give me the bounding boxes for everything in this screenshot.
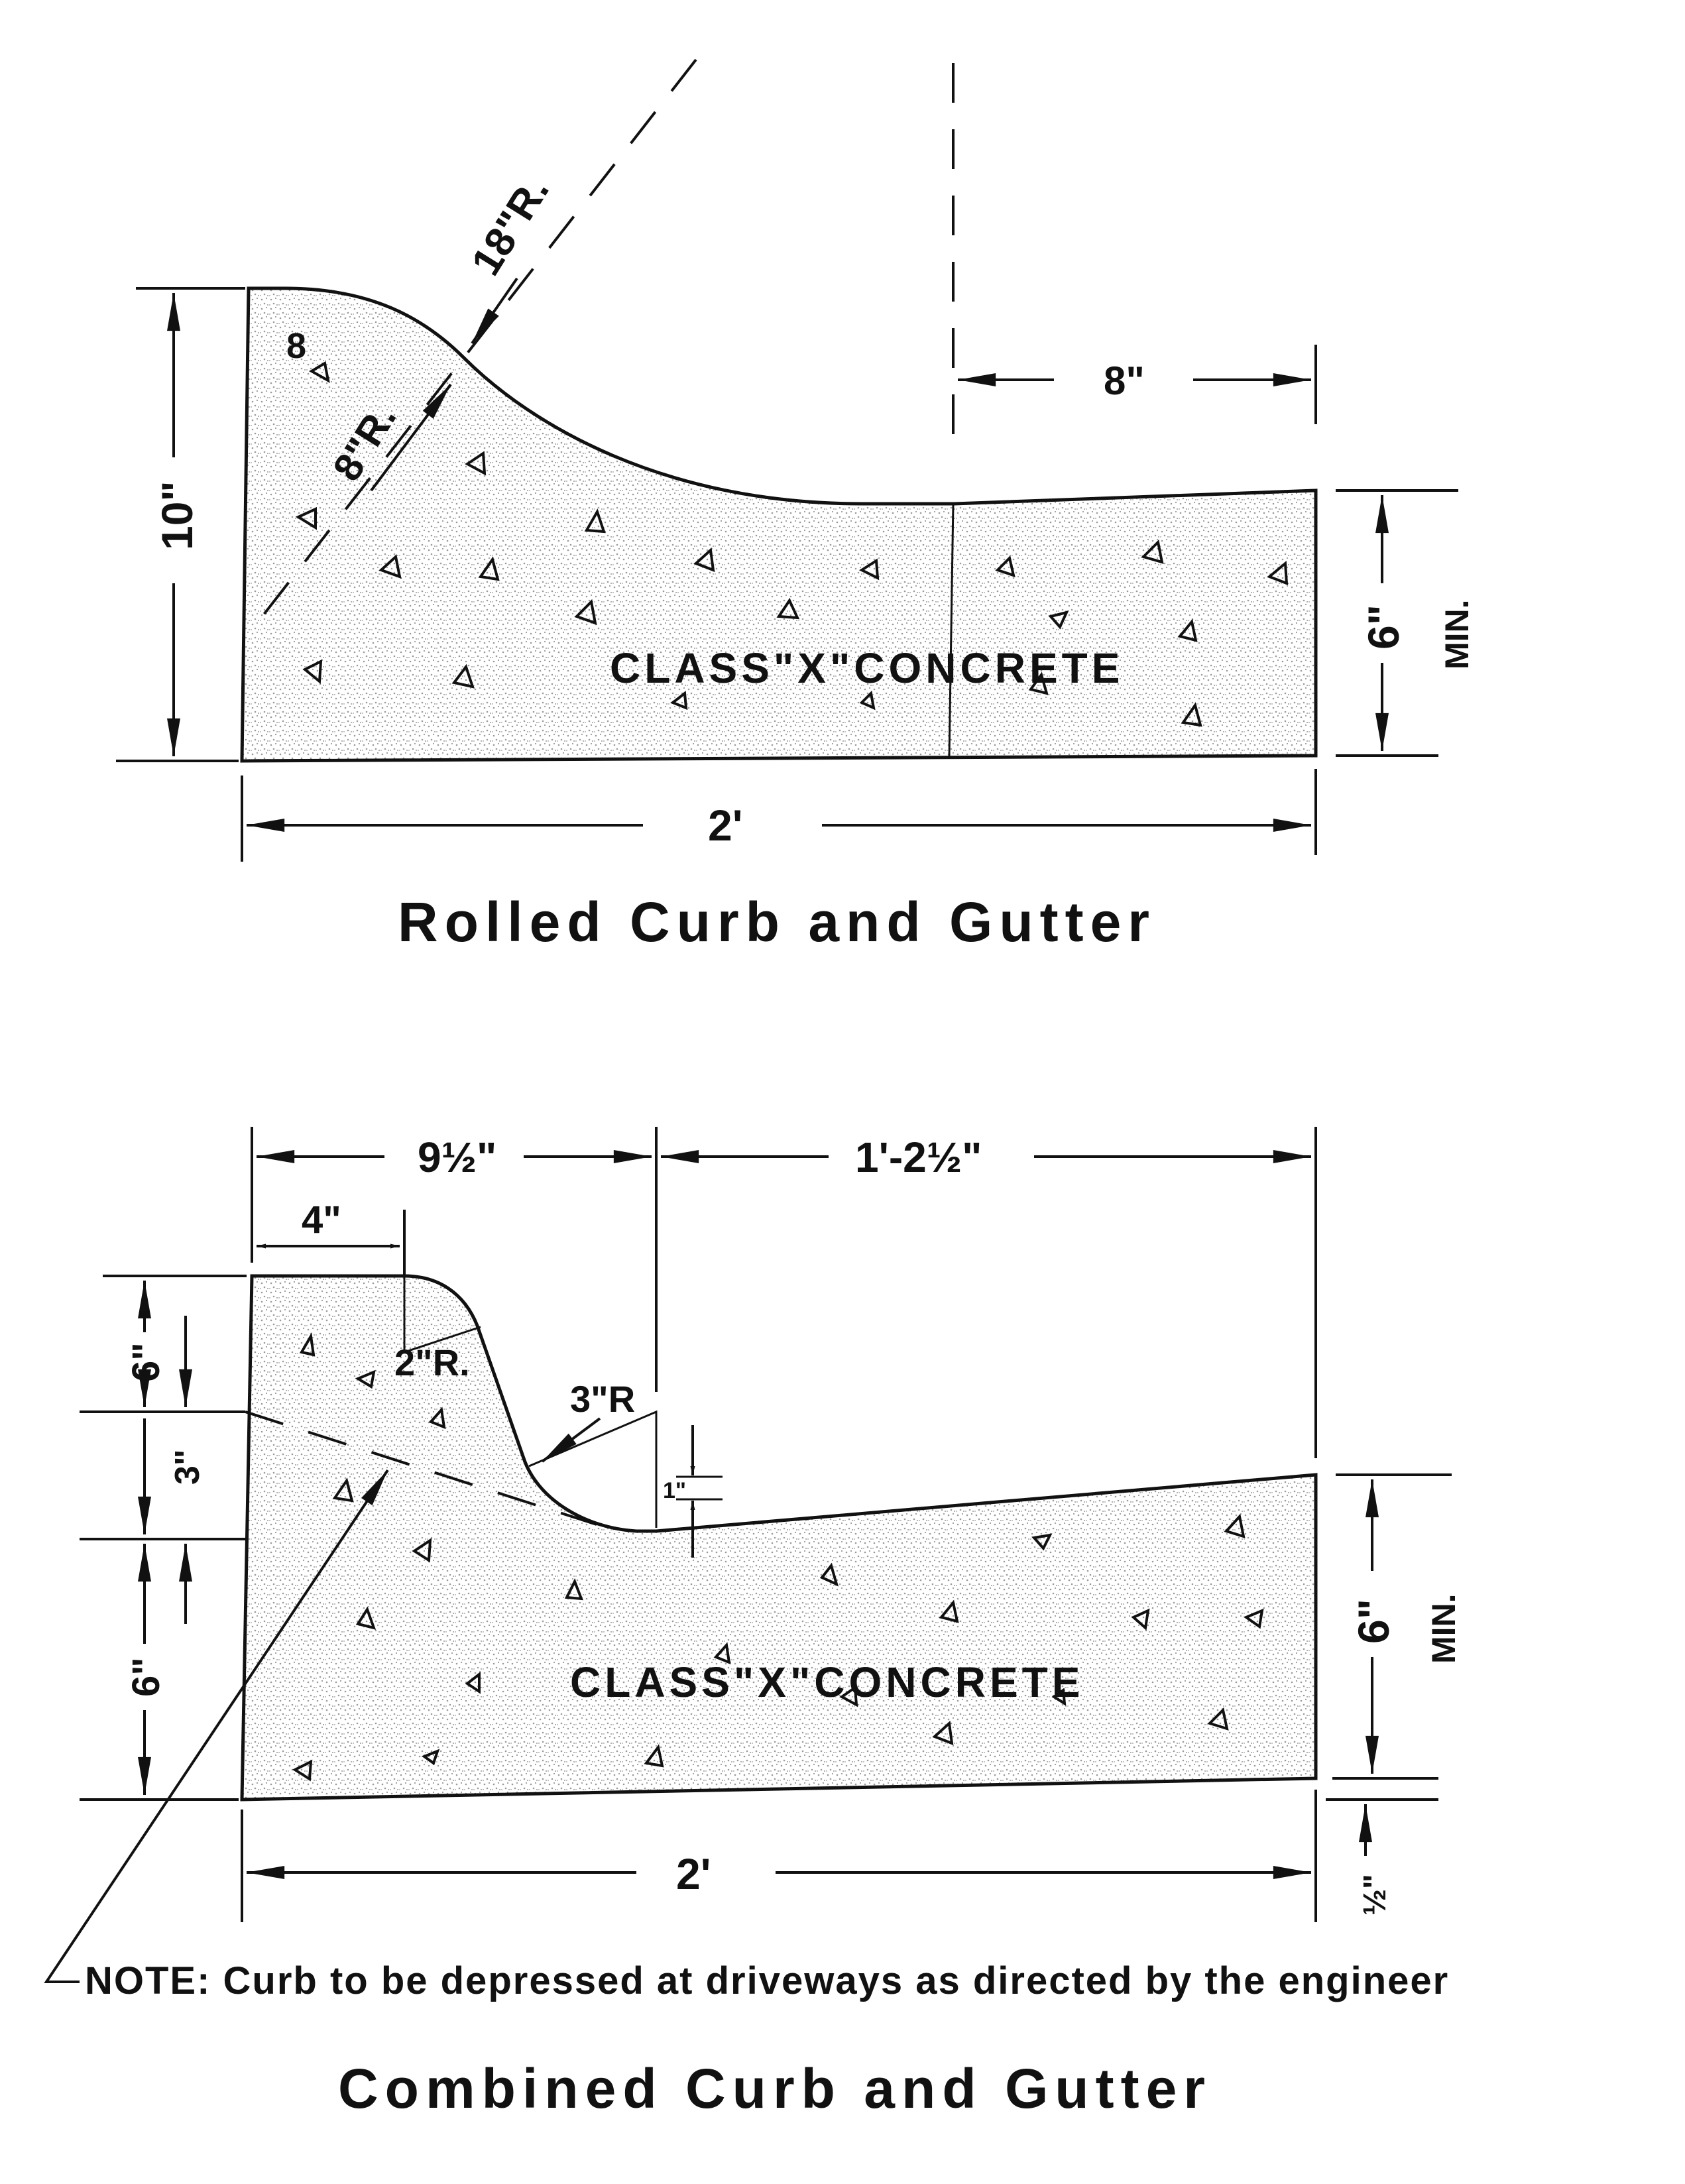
combined-curb-section: 9½" 1'-2½" 4" 2"R. 3"R 1" 6" 3" 6" (44, 1127, 1462, 2120)
combined-curb-outline (240, 1274, 1318, 1802)
combined-9half-label: 9½" (418, 1133, 496, 1181)
rolled-6in-label: 6" (1359, 604, 1408, 650)
rolled-title: Rolled Curb and Gutter (398, 891, 1156, 953)
combined-6in-right-label: 6" (1349, 1599, 1398, 1644)
rolled-min-label: MIN. (1438, 599, 1476, 669)
combined-2ft-label: 2' (676, 1849, 711, 1898)
combined-4in-label: 4" (302, 1198, 341, 1241)
combined-3r-leader (541, 1417, 601, 1463)
combined-3in-label: 3" (168, 1449, 207, 1485)
rolled-concrete-label: CLASS"X"CONCRETE (610, 644, 1124, 692)
combined-6in-bottom-label: 6" (125, 1657, 168, 1697)
combined-min-label: MIN. (1425, 1593, 1462, 1664)
combined-6in-top-label: 6" (125, 1342, 168, 1382)
combined-concrete-label: CLASS"X"CONCRETE (570, 1658, 1084, 1706)
rolled-8in-label: 8" (1104, 359, 1145, 403)
rolled-radius-dash-line (251, 58, 697, 631)
rolled-joint-line (948, 503, 955, 758)
rolled-2ft-label: 2' (708, 801, 742, 850)
rolled-18r-label: 18"R. (463, 169, 557, 284)
rolled-corner-mark: 8 (286, 326, 306, 366)
combined-note: NOTE: Curb to be depressed at driveways … (85, 1959, 1449, 2002)
combined-3r-label: 3"R (570, 1378, 635, 1420)
combined-2r-label: 2"R. (394, 1342, 470, 1383)
rolled-curb-section: 18"R. 8"R. 8 8" 10" 6" MIN. 2' CLASS"X"C… (116, 58, 1476, 953)
combined-aggregate (292, 1332, 1264, 1782)
combined-title: Combined Curb and Gutter (338, 2057, 1212, 2120)
combined-note-leader (44, 1469, 389, 1983)
combined-1ft2half-label: 1'-2½" (855, 1133, 982, 1181)
rolled-10in-label: 10" (152, 481, 202, 550)
rolled-curb-outline (240, 286, 1318, 763)
combined-1in-label: 1" (663, 1478, 686, 1503)
rolled-18r-leader (471, 277, 518, 345)
rolled-aggregate (295, 361, 1289, 727)
combined-half-label: ½" (1358, 1874, 1393, 1916)
rolled-8r-leader (370, 383, 452, 492)
